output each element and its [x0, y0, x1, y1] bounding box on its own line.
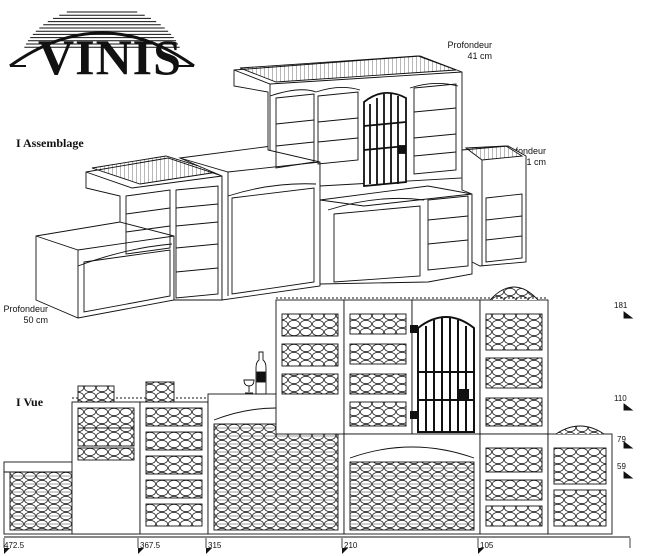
- depth-note-right: Profondeur 61 cm: [474, 146, 546, 168]
- width-label-472-5: 472.5: [4, 541, 25, 550]
- depth-note-left: Profondeur 50 cm: [0, 304, 48, 326]
- depth-note-value: 61 cm: [521, 157, 546, 167]
- depth-note-label: Profondeur: [3, 304, 48, 314]
- height-label-110: 110: [614, 394, 627, 403]
- width-label-367-5: 367.5: [140, 541, 161, 550]
- iron-gate-icon: [363, 92, 407, 187]
- wine-glass-icon: [243, 379, 255, 394]
- width-label-105: 105: [480, 541, 494, 550]
- height-label-59: 59: [617, 462, 626, 471]
- wine-bottle-icon: [255, 351, 267, 395]
- section-label-assemblage: I Assemblage: [16, 136, 84, 150]
- depth-note-label: Profondeur: [501, 146, 546, 156]
- logo-wordmark: VINIS: [38, 29, 182, 85]
- logo-arc-icon: [9, 11, 195, 68]
- width-label-210: 210: [344, 541, 358, 550]
- section-label-vue: I Vue: [16, 395, 44, 409]
- depth-note-value: 50 cm: [23, 315, 48, 325]
- height-label-181: 181: [614, 301, 628, 310]
- height-label-79: 79: [617, 435, 626, 444]
- iron-gate-icon: [410, 316, 475, 433]
- depth-note-top: Profondeur 41 cm: [420, 40, 492, 62]
- depth-note-value: 41 cm: [467, 51, 492, 61]
- depth-note-label: Profondeur: [447, 40, 492, 50]
- vinis-logo: VINIS: [4, 4, 200, 84]
- width-label-315: 315: [208, 541, 222, 550]
